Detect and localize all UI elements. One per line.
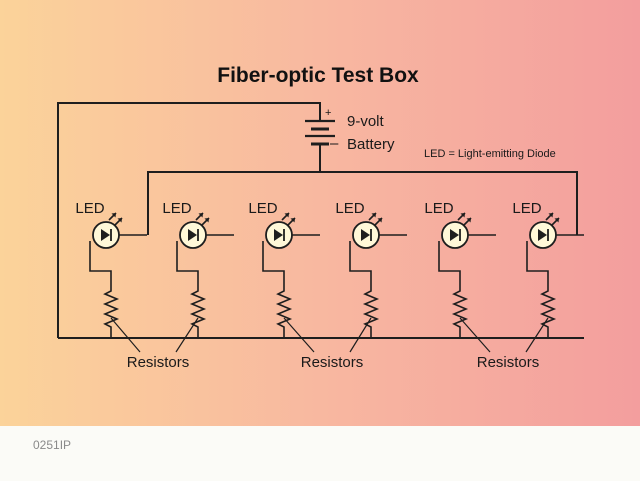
battery-label-line1: 9-volt <box>347 113 385 130</box>
led-6-lead <box>526 241 549 287</box>
led-1-label: LED <box>75 200 104 217</box>
led-1-lead <box>89 241 112 287</box>
diagram-title: Fiber-optic Test Box <box>217 64 419 87</box>
resistor-5-leader-line <box>459 317 491 353</box>
battery-label-line2: Battery <box>347 136 395 153</box>
led-4-label: LED <box>335 200 364 217</box>
led-definition-note: LED = Light-emitting Diode <box>424 148 556 160</box>
resistors-label-center: Resistors <box>301 354 364 371</box>
diagram-panel <box>0 0 640 426</box>
resistor-6-leader-line <box>525 317 549 353</box>
figure-code: 0251IP <box>33 438 71 452</box>
led-2-lead <box>176 241 199 287</box>
led-branches: LED LED LED LED LED LED <box>75 200 584 353</box>
led-3-lead <box>262 241 285 287</box>
led-4-diode-icon <box>361 229 370 241</box>
led-6-diode-icon <box>538 229 547 241</box>
resistor-4-leader-line <box>349 317 372 353</box>
resistor-1-leader-line <box>110 317 141 353</box>
led-2-label: LED <box>162 200 191 217</box>
resistor-2-leader-line <box>175 317 199 353</box>
led-3-diode-icon <box>274 229 283 241</box>
battery-minus-sign: – <box>330 135 339 152</box>
resistors-label-left: Resistors <box>127 354 190 371</box>
circuit-wiring <box>57 102 584 339</box>
led-5-diode-icon <box>450 229 459 241</box>
battery-plus-sign: + <box>325 107 331 119</box>
led-6-label: LED <box>512 200 541 217</box>
led-5-label: LED <box>424 200 453 217</box>
led-3-label: LED <box>248 200 277 217</box>
resistors-label-right: Resistors <box>477 354 540 371</box>
led-2-diode-icon <box>188 229 197 241</box>
led-5-lead <box>438 241 461 287</box>
led-4-lead <box>349 241 372 287</box>
led-1-diode-icon <box>101 229 110 241</box>
resistor-3-leader-line <box>283 317 315 353</box>
